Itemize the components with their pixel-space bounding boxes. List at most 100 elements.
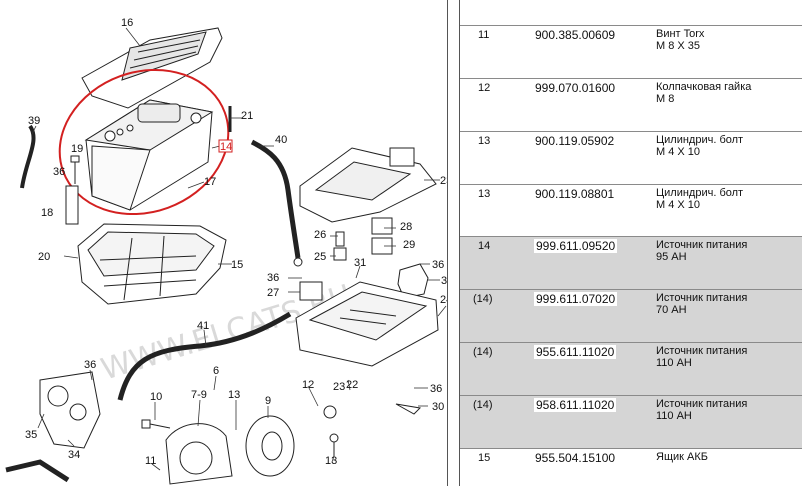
clip-26: [335, 231, 345, 247]
alternator: [165, 423, 233, 485]
callout-36: 36: [53, 166, 65, 178]
callout-9: 9: [265, 395, 271, 407]
cable-41: [117, 311, 292, 401]
divider-gap: [448, 0, 459, 486]
part-number: 900.119.05902: [535, 134, 615, 148]
part-number: 900.385.00609: [535, 28, 616, 42]
table-row[interactable]: 14 999.611.09520 Источник питания 95 AH: [460, 236, 802, 289]
cable-40: [250, 139, 301, 259]
callout-14: 14: [220, 141, 232, 153]
starter-34: [39, 371, 101, 449]
washer-30: [395, 403, 422, 415]
table-row[interactable]: (14) 955.611.11020 Источник питания 110 …: [460, 342, 802, 395]
row-position: 14: [478, 240, 491, 252]
nut-12: [323, 405, 337, 419]
table-row[interactable]: 12 999.070.01600 Колпачковая гайка М 8: [460, 78, 802, 131]
row-position: (14): [473, 346, 493, 358]
callout-31: 31: [354, 257, 366, 269]
part-description: Колпачковая гайка М 8: [656, 81, 752, 105]
row-position: (14): [473, 293, 493, 305]
callout-40: 40: [275, 134, 287, 146]
bolt-10: [141, 419, 171, 429]
callout-26: 26: [314, 229, 326, 241]
parts-diagram: WWW.ELCATS.RU: [5, 0, 448, 486]
part-description: Источник питания 110 AH: [656, 345, 748, 369]
bolt-19: [70, 155, 80, 184]
bolt-13: [329, 433, 339, 456]
callout-23: 23: [440, 175, 447, 187]
callout-13: 13: [228, 389, 240, 401]
callout-35: 35: [25, 429, 37, 441]
callout-36: 36: [84, 359, 96, 371]
callout-12: 12: [302, 379, 314, 391]
callout-34: 34: [68, 449, 80, 461]
callout-18: 18: [41, 207, 53, 219]
row-position: 13: [478, 135, 491, 147]
callout-17: 17: [204, 176, 216, 188]
callout-19: 19: [71, 143, 83, 155]
callout-10: 10: [150, 391, 162, 403]
callout-41: 41: [197, 320, 209, 332]
battery-cover: [81, 27, 223, 109]
part-number: 955.611.11020: [534, 345, 617, 359]
callout-39: 39: [28, 115, 40, 127]
callout-16: 16: [121, 17, 133, 29]
callout-29: 29: [403, 239, 415, 251]
row-position: 13: [478, 188, 491, 200]
callout-6: 6: [213, 365, 219, 377]
callout-36: 36: [432, 259, 444, 271]
base-plate: [295, 281, 439, 367]
battery-tray: [77, 223, 227, 305]
part-number: 999.070.01600: [535, 81, 616, 95]
table-row[interactable]: (14) 958.611.11020 Источник питания 110 …: [460, 395, 802, 448]
callout-20: 20: [38, 251, 50, 263]
part-number: 955.504.15100: [535, 451, 616, 465]
callout-15: 15: [231, 259, 243, 271]
part-description: Источник питания 110 AH: [656, 398, 748, 422]
part-number: 900.119.08801: [535, 187, 615, 201]
part-description: Винт Torx М 8 X 35: [656, 28, 705, 52]
bracket-27: [299, 281, 323, 301]
battery: [84, 99, 214, 211]
callout-11: 11: [145, 455, 156, 467]
callout-7-9: 7-9: [191, 389, 207, 401]
callout-36: 36: [430, 383, 442, 395]
part-number: 958.611.11020: [534, 398, 617, 412]
row-position: 15: [478, 452, 491, 464]
callout-22: 22: [346, 379, 358, 391]
pipe: [5, 459, 70, 483]
row-position: (14): [473, 399, 493, 411]
table-row[interactable]: (14) 999.611.07020 Источник питания 70 A…: [460, 289, 802, 342]
table-row[interactable]: 11 900.385.00609 Винт Torx М 8 X 35: [460, 25, 802, 78]
callout-23: 23: [333, 381, 345, 393]
callout-24: 24: [440, 294, 447, 306]
callout-13: 13: [325, 455, 337, 467]
part-description: Источник питания 70 AH: [656, 292, 748, 316]
callout-25: 25: [314, 251, 326, 263]
strap-18: [65, 185, 79, 225]
parts-table: 11 900.385.00609 Винт Torx М 8 X 35 12 9…: [459, 0, 802, 486]
bracket-23: [299, 147, 437, 223]
highlight-ellipse: [58, 68, 230, 216]
callout-37: 37: [441, 275, 447, 287]
row-position: 12: [478, 82, 491, 94]
table-row[interactable]: 13 900.119.08801 Цилиндрич. болт М 4 X 1…: [460, 184, 802, 236]
part-description: Источник питания 95 AH: [656, 239, 748, 263]
part-number: 999.611.07020: [534, 292, 618, 306]
table-row[interactable]: 13 900.119.05902 Цилиндрич. болт М 4 X 1…: [460, 131, 802, 184]
part-number: 999.611.09520: [534, 239, 618, 253]
callout-28: 28: [400, 221, 412, 233]
callout-30: 30: [432, 401, 444, 413]
row-position: 11: [478, 29, 490, 41]
callout-27: 27: [267, 287, 279, 299]
exploded-view-drawing: WWW.ELCATS.RU: [5, 17, 447, 485]
table-row[interactable]: 15 955.504.15100 Ящик АКБ: [460, 448, 802, 487]
callout-21: 21: [241, 110, 253, 122]
part-description: Цилиндрич. болт М 4 X 10: [656, 134, 744, 158]
part-description: Ящик АКБ: [656, 451, 708, 463]
callout-36: 36: [267, 272, 279, 284]
cable-39: [20, 124, 36, 189]
part-description: Цилиндрич. болт М 4 X 10: [656, 187, 744, 211]
pulley-9: [245, 415, 295, 477]
relay-28: [371, 217, 393, 235]
